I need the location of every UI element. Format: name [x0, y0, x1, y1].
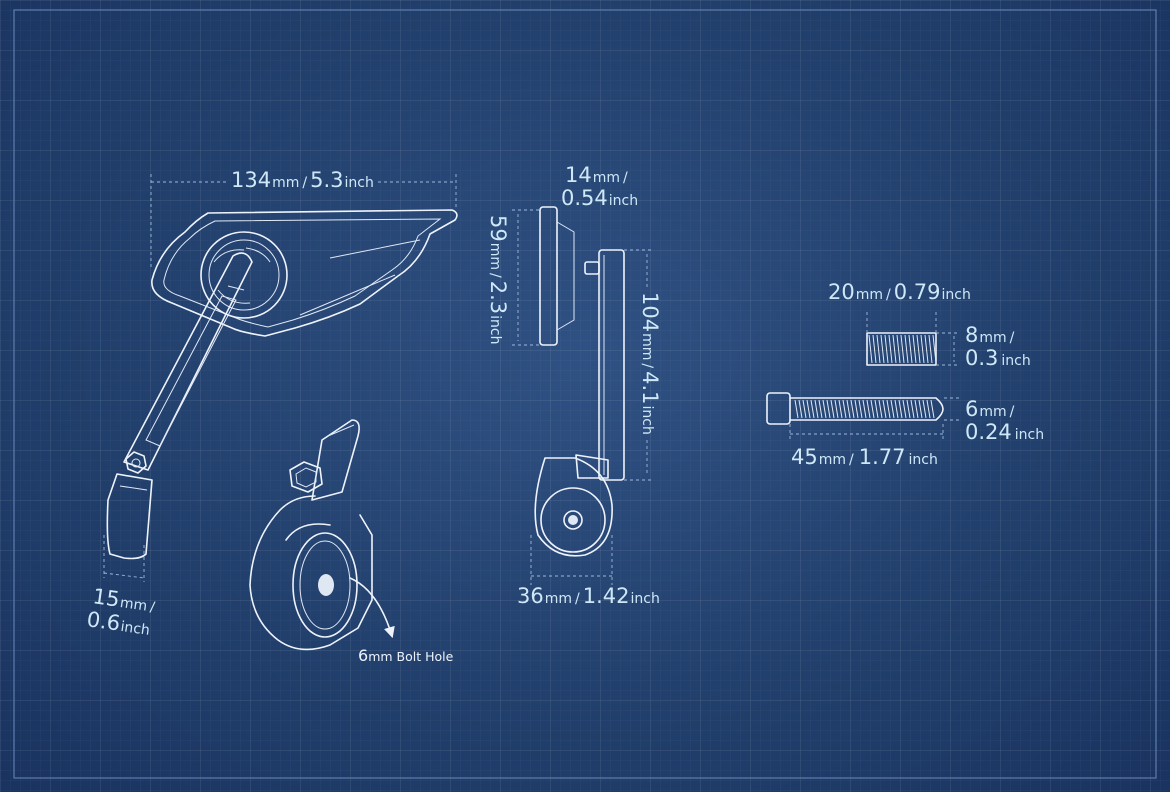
dim-clamp-diameter: 36mm/1.42inch	[517, 535, 660, 608]
hex-bolt	[766, 392, 944, 425]
svg-text:59mm/2.3inch: 59mm/2.3inch	[486, 215, 510, 344]
dim-clamp-width: 15mm/ 0.6inch	[85, 535, 157, 640]
threaded-sleeve	[866, 332, 937, 366]
svg-text:134mm/5.3inch: 134mm/5.3inch	[231, 168, 374, 192]
blueprint-frame	[13, 9, 1157, 779]
svg-text:36mm/1.42inch: 36mm/1.42inch	[517, 584, 660, 608]
dim-mirror-height: 59mm/2.3inch	[486, 209, 540, 346]
bolt-hole-marker	[318, 574, 334, 596]
svg-text:8mm/: 8mm/	[965, 323, 1015, 347]
svg-text:0.54inch: 0.54inch	[561, 186, 638, 210]
clamp-perspective-view	[249, 419, 395, 651]
svg-text:104mm/4.1inch: 104mm/4.1inch	[638, 292, 662, 435]
mirror-side-view	[534, 206, 625, 557]
svg-text:0.3inch: 0.3inch	[965, 346, 1031, 370]
svg-text:0.6inch: 0.6inch	[85, 607, 151, 640]
mirror-front-view	[106, 209, 458, 560]
dim-arm-length: 104mm/4.1inch	[624, 249, 662, 481]
dim-sleeve-length: 20mm/0.79inch	[828, 280, 971, 333]
svg-text:15mm/: 15mm/	[91, 584, 157, 617]
dim-mirror-width: 134mm/5.3inch	[150, 168, 457, 268]
svg-text:6mm/: 6mm/	[965, 397, 1015, 421]
svg-text:20mm/0.79inch: 20mm/0.79inch	[828, 280, 971, 304]
svg-text:14mm/: 14mm/	[565, 163, 628, 187]
dim-mirror-depth: 14mm/ 0.54inch	[561, 163, 638, 210]
